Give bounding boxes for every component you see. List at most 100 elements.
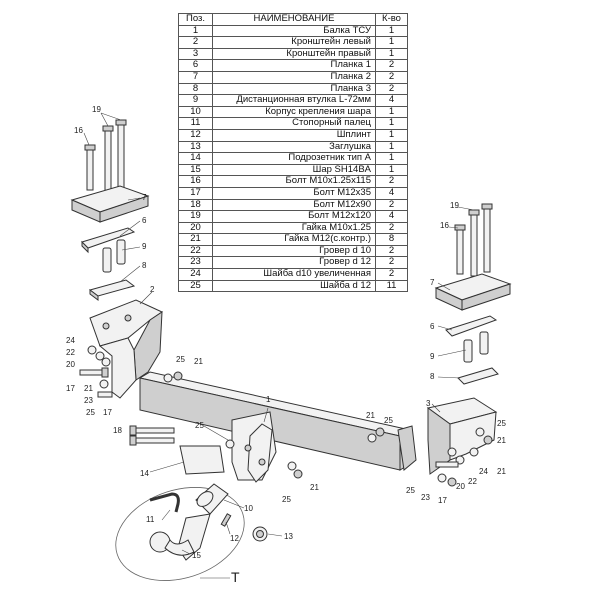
cell-name: Балка ТСУ: [212, 24, 376, 38]
cell-position: 18: [178, 198, 213, 212]
left-fasteners: [79, 345, 113, 398]
callout-12: 12: [230, 534, 239, 543]
right-bolts-19-16: [454, 203, 493, 277]
cell-quantity: 11: [375, 279, 408, 293]
callout-17-left-b: 17: [103, 408, 112, 417]
callout-21-center-b: 21: [310, 483, 319, 492]
header-name: НАИМЕНОВАНИЕ: [212, 13, 376, 26]
callout-9-right: 9: [430, 352, 435, 361]
right-bracket-3: [426, 397, 498, 475]
cell-name: Шплинт: [212, 128, 376, 142]
callout-20-left: 20: [66, 360, 75, 369]
cell-quantity: 1: [375, 36, 408, 49]
cell-position: 21: [178, 233, 213, 246]
cell-position: 25: [178, 279, 213, 293]
left-plate-8: [88, 279, 136, 297]
socket-holder-14: [179, 445, 225, 475]
cell-quantity: 2: [375, 268, 408, 281]
cell-quantity: 2: [375, 70, 408, 84]
cell-name: Болт М12х120: [212, 210, 376, 223]
cell-position: 6: [178, 59, 213, 72]
right-plate-6: [445, 315, 498, 337]
callout-8-left: 8: [142, 261, 147, 270]
callout-3: 3: [426, 399, 431, 408]
callout-25-right-a: 25: [497, 419, 506, 428]
cell-position: 15: [178, 163, 213, 177]
callout-25-right-b: 25: [406, 486, 415, 495]
callout-23-left: 23: [84, 396, 93, 405]
cell-quantity: 1: [375, 152, 408, 165]
right-fasteners: [435, 427, 493, 487]
cell-name: Стопорный палец: [212, 117, 376, 130]
cell-name: Дистанционная втулка L-72мм: [212, 94, 376, 107]
callout-16-right: 16: [440, 221, 449, 230]
callout-6-right: 6: [430, 322, 435, 331]
cell-name: Подрозетник тип А: [212, 152, 376, 165]
callout-25-right-c: 25: [384, 416, 393, 425]
cell-name: Болт М12х90: [212, 198, 376, 212]
cell-name: Планка 3: [212, 82, 376, 96]
header-quantity: К-во: [375, 13, 408, 26]
cell-quantity: 1: [375, 105, 408, 119]
left-bolts-19-16: [84, 119, 127, 193]
cell-name: Корпус крепления шара: [212, 105, 376, 119]
callout-17-right: 17: [438, 496, 447, 505]
callout-22-left: 22: [66, 348, 75, 357]
callout-21-right-b: 21: [497, 467, 506, 476]
callout-20-right: 20: [456, 482, 465, 491]
callout-14: 14: [140, 469, 149, 478]
callout-8-right: 8: [430, 372, 435, 381]
callout-23-right: 23: [421, 493, 430, 502]
cell-quantity: 8: [375, 233, 408, 246]
left-spacer-sleeves-9: [102, 239, 126, 273]
leader-lines: [83, 112, 475, 579]
callout-7-right: 7: [430, 278, 435, 287]
callout-11: 11: [146, 515, 155, 524]
left-bolts-18: [129, 425, 175, 446]
ball-set-outline: [115, 487, 245, 581]
cell-quantity: 2: [375, 221, 408, 235]
cell-quantity: 1: [375, 163, 408, 177]
callout-21-right-c: 21: [366, 411, 375, 420]
cell-position: 17: [178, 186, 213, 200]
cell-position: 13: [178, 140, 213, 154]
right-plate-8: [457, 367, 499, 385]
cell-quantity: 2: [375, 198, 408, 212]
cell-position: 23: [178, 256, 213, 270]
callout-25-center-c: 25: [282, 495, 291, 504]
callout-25-left: 25: [86, 408, 95, 417]
tow-beam-1: [138, 371, 417, 483]
callout-21-center-a: 21: [194, 357, 203, 366]
cell-quantity: 1: [375, 24, 408, 38]
callout-9-left: 9: [142, 242, 147, 251]
cell-name: Планка 2: [212, 70, 376, 84]
callout-10: 10: [244, 504, 253, 513]
cell-quantity: 2: [375, 59, 408, 72]
callout-labels-center: 1 25 21 25 14 25 21 11 10 12 13 15 Т: [140, 355, 319, 585]
callout-18: 18: [113, 426, 122, 435]
cell-name: Гайка М12(с.контр.): [212, 233, 376, 246]
cell-name: Болт М12х35: [212, 186, 376, 200]
set-letter-T: Т: [231, 569, 240, 585]
callout-25-center-a: 25: [176, 355, 185, 364]
cell-name: Гровер d 12: [212, 256, 376, 270]
cotter-pin-12: [220, 513, 232, 527]
right-spacer-sleeves-9: [463, 331, 489, 363]
callout-13: 13: [284, 532, 293, 541]
